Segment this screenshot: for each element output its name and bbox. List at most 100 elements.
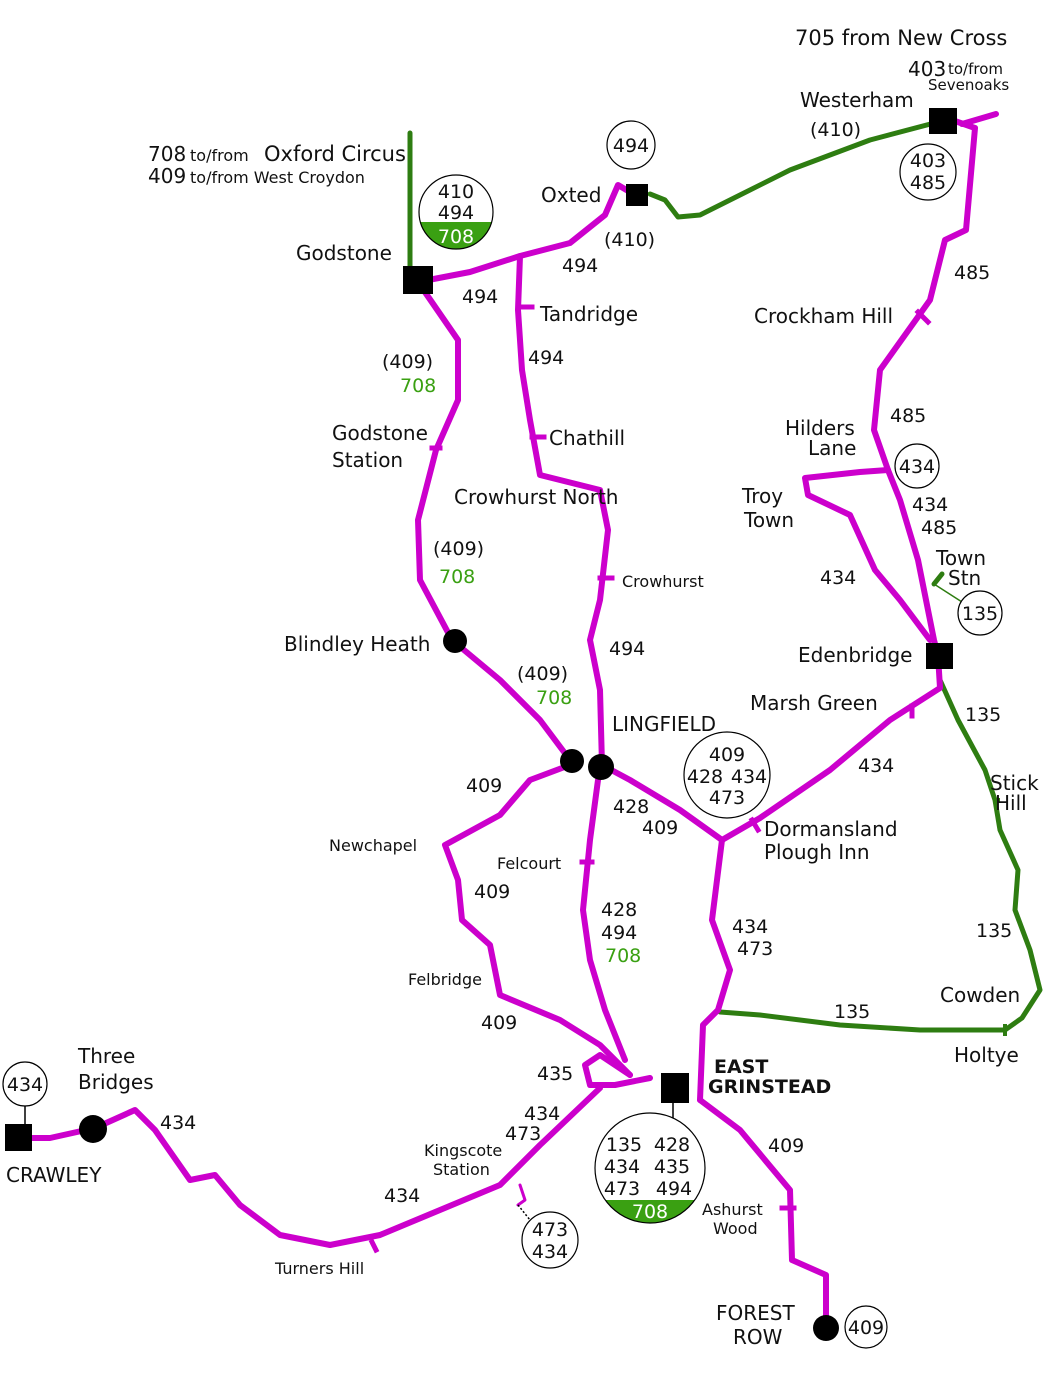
stop-three-bridges — [79, 1115, 107, 1143]
route-westerham-edenbridge — [871, 117, 978, 658]
label-town-stn-2: Stn — [948, 566, 981, 590]
disc-eg-428: 428 — [654, 1134, 690, 1156]
label-lingfield: LINGFIELD — [612, 712, 716, 736]
label-hilders-1: Hilders — [785, 416, 855, 440]
label-kingscote-2: Station — [433, 1160, 490, 1179]
rl-485-a: 485 — [954, 262, 990, 284]
label-three-bridges-1: Three — [77, 1044, 135, 1068]
label-forest-row-2: ROW — [733, 1325, 783, 1349]
rl-708-blindley: 708 — [439, 566, 475, 588]
route-435-loop — [582, 1052, 653, 1088]
disc-godstone-708: 708 — [438, 226, 474, 248]
label-forest-row-1: FOREST — [716, 1301, 795, 1325]
rl-485-b: 485 — [890, 405, 926, 427]
green-stop-ticks — [993, 798, 1007, 1036]
stop-lingfield — [588, 754, 614, 780]
rl-135-edenbridge: 135 — [965, 704, 1001, 726]
route-434-kingscote-crawley — [15, 1085, 603, 1248]
disc-kingscote-473: 473 — [532, 1219, 568, 1241]
disc-lingfield-434: 434 — [731, 766, 767, 788]
disc-westerham-403: 403 — [910, 150, 946, 172]
stop-east-grinstead — [661, 1073, 689, 1103]
disc-hilders: 434 — [894, 443, 940, 489]
stop-lingfield-west — [560, 749, 584, 773]
rl-473-dorm: 473 — [737, 938, 773, 960]
connector-kingscote — [517, 1204, 531, 1221]
label-troy-town-1: Troy — [741, 484, 783, 508]
stop-crawley — [5, 1124, 32, 1151]
disc-eg-473: 473 — [604, 1178, 640, 1200]
disc-crawley-434: 434 — [7, 1074, 43, 1096]
label-godstone: Godstone — [296, 241, 392, 265]
rl-434-troy: 434 — [912, 494, 948, 516]
disc-eg-494: 494 — [656, 1178, 692, 1200]
route-135-town-stn-pointer — [933, 583, 963, 603]
label-hilders-2: Lane — [808, 436, 856, 460]
disc-town-stn: 135 — [957, 590, 1003, 636]
route-kingscote-spur — [516, 1183, 527, 1207]
label-marsh-green: Marsh Green — [750, 691, 878, 715]
header-labels: 705 from New Cross 403 to/from Sevenoaks… — [148, 26, 1009, 188]
disc-eg-434: 434 — [604, 1156, 640, 1178]
label-chathill: Chathill — [549, 426, 625, 450]
route-135-holtye-eastgrinstead — [717, 1009, 1008, 1033]
label-blindley-heath: Blindley Heath — [284, 632, 430, 656]
route-409-lingfield-newchapel — [442, 762, 633, 1078]
disc-godstone: 410 494 708 — [418, 174, 494, 250]
stop-oxted — [626, 184, 648, 206]
rl-409-godstone: (409) — [382, 351, 433, 373]
sevenoaks-to-from: to/from — [948, 60, 1003, 78]
stop-ticks — [368, 304, 932, 1254]
label-newchapel: Newchapel — [329, 836, 417, 855]
disc-forest-row-409: 409 — [848, 1317, 884, 1339]
rl-409-lingfield: (409) — [517, 663, 568, 685]
oxford-place: Oxford Circus — [264, 142, 406, 166]
rl-409-felbridge: 409 — [474, 881, 510, 903]
disc-lingfield: 409 428 434 473 — [683, 731, 771, 819]
route-135-edenbridge-cowden — [937, 677, 1043, 1033]
rl-434-marsh: 434 — [858, 755, 894, 777]
rl-135-holtye: 135 — [834, 1001, 870, 1023]
rl-410-westerham: (410) — [810, 119, 861, 141]
rl-428-felcourt: 428 — [601, 899, 637, 921]
label-dormansland-2: Plough Inn — [764, 840, 870, 864]
label-cowden: Cowden — [940, 983, 1020, 1007]
label-felbridge: Felbridge — [408, 970, 482, 989]
label-ashurst-2: Wood — [713, 1219, 758, 1238]
label-dormansland-1: Dormansland — [764, 817, 898, 841]
rl-434-threebridges: 434 — [160, 1112, 196, 1134]
label-three-bridges-2: Bridges — [78, 1070, 154, 1094]
route-494-tandridge-lingfield — [515, 253, 611, 768]
route-dormansland-eastgrinstead — [697, 837, 733, 1103]
route-westerham-spur — [959, 111, 999, 127]
disc-kingscote-434: 434 — [532, 1241, 568, 1263]
oxford-to-from: to/from — [190, 146, 249, 165]
label-crawley: CRAWLEY — [6, 1163, 102, 1187]
rl-434-kingscote: 434 — [524, 1103, 560, 1125]
route-godstone-oxted — [415, 182, 638, 285]
disc-forest-row: 409 — [844, 1305, 888, 1349]
rl-473-kingscote: 473 — [505, 1123, 541, 1145]
stop-edenbridge — [926, 643, 953, 669]
label-stick-hill-2: Hill — [995, 791, 1027, 815]
label-east-grinstead-1: EAST — [714, 1056, 768, 1078]
label-town-stn-1: Town — [935, 546, 986, 570]
disc-westerham-485: 485 — [910, 172, 946, 194]
disc-eg-435: 435 — [654, 1156, 690, 1178]
rl-409-felbridge-b: 409 — [481, 1012, 517, 1034]
croydon-route: 409 — [148, 164, 186, 188]
route-409-godstone-lingfield — [415, 279, 573, 763]
sevenoaks-route: 403 — [908, 57, 946, 81]
label-westerham: Westerham — [800, 88, 914, 112]
rl-428-lingfield: 428 — [613, 796, 649, 818]
route-number-labels: (410) (410) 494 494 485 (409) 708 494 48… — [160, 119, 1012, 1207]
disc-connectors — [24, 1103, 674, 1221]
sevenoaks-place: Sevenoaks — [928, 76, 1009, 94]
rl-494-oxted: 494 — [562, 255, 598, 277]
disc-town-stn-135: 135 — [962, 603, 998, 625]
rl-409-dormansland: 409 — [642, 817, 678, 839]
rl-435-eg: 435 — [537, 1063, 573, 1085]
rl-434-turners: 434 — [384, 1185, 420, 1207]
disc-crawley: 434 — [2, 1061, 48, 1107]
